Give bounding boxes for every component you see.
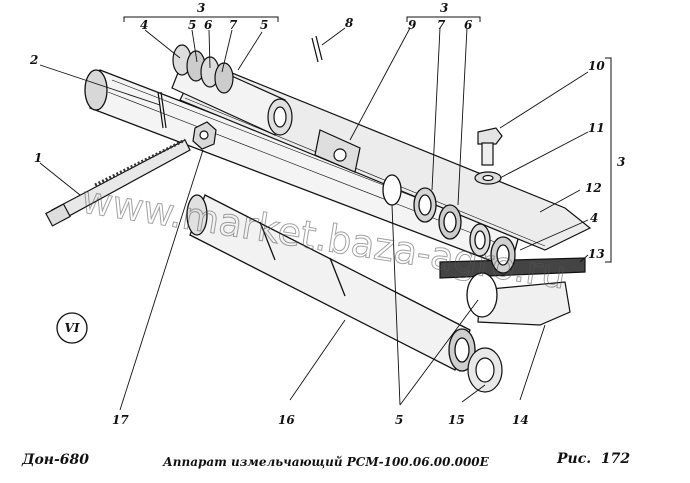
callout-12: 12 xyxy=(585,181,602,195)
callout-2: 2 xyxy=(29,53,38,67)
callout-17: 17 xyxy=(112,413,129,427)
group-bracket-3-right xyxy=(406,16,481,22)
callout-5-left-b: 5 xyxy=(260,18,268,32)
callout-3-left: 3 xyxy=(197,1,205,15)
lock-washer-11 xyxy=(474,171,502,185)
upper-roller-assembly xyxy=(171,44,293,136)
callout-13: 13 xyxy=(588,247,605,261)
callout-5-left-a: 5 xyxy=(188,18,196,32)
callout-14: 14 xyxy=(512,413,529,427)
callout-8: 8 xyxy=(345,16,354,30)
group-bracket-3-side xyxy=(605,57,612,263)
callout-5-bottom: 5 xyxy=(395,413,403,427)
callout-6-left: 6 xyxy=(204,18,213,32)
figure-number: 172 xyxy=(600,451,631,467)
callout-10: 10 xyxy=(588,59,605,73)
assembly-title: Аппарат измельчающий РСМ-100.06.00.000Е xyxy=(163,455,489,469)
ring-set-right xyxy=(382,174,516,318)
callout-6-right: 6 xyxy=(464,18,473,32)
callout-4-right: 4 xyxy=(590,211,598,225)
callout-15: 15 xyxy=(448,413,465,427)
washer-15 xyxy=(467,347,503,393)
threaded-shaft-1 xyxy=(45,138,191,227)
flat-bar-13 xyxy=(439,257,586,279)
figure-prefix: Рис. xyxy=(557,451,592,467)
cotter-pin-2 xyxy=(157,91,167,129)
callout-3-side: 3 xyxy=(617,155,625,169)
nut-17 xyxy=(192,121,217,150)
callout-11: 11 xyxy=(588,121,605,135)
callout-1: 1 xyxy=(34,151,42,165)
bolt-10 xyxy=(477,127,503,166)
callout-16: 16 xyxy=(278,413,295,427)
callout-4-left: 4 xyxy=(140,18,148,32)
view-badge: VI xyxy=(56,312,88,344)
callout-7-right: 7 xyxy=(437,18,446,32)
cotter-pin-8 xyxy=(311,35,323,63)
lower-tube-16 xyxy=(186,194,476,372)
callout-3-right: 3 xyxy=(440,1,448,15)
machine-model-label: Дон-680 xyxy=(22,452,90,468)
leader-lines xyxy=(39,27,589,411)
figure-number-label: Рис. 172 xyxy=(557,451,630,467)
coupling-block-9 xyxy=(314,129,361,173)
callout-7-left: 7 xyxy=(229,18,238,32)
callout-9: 9 xyxy=(408,18,417,32)
view-badge-label: VI xyxy=(65,321,80,335)
group-bracket-3-left xyxy=(123,16,279,22)
